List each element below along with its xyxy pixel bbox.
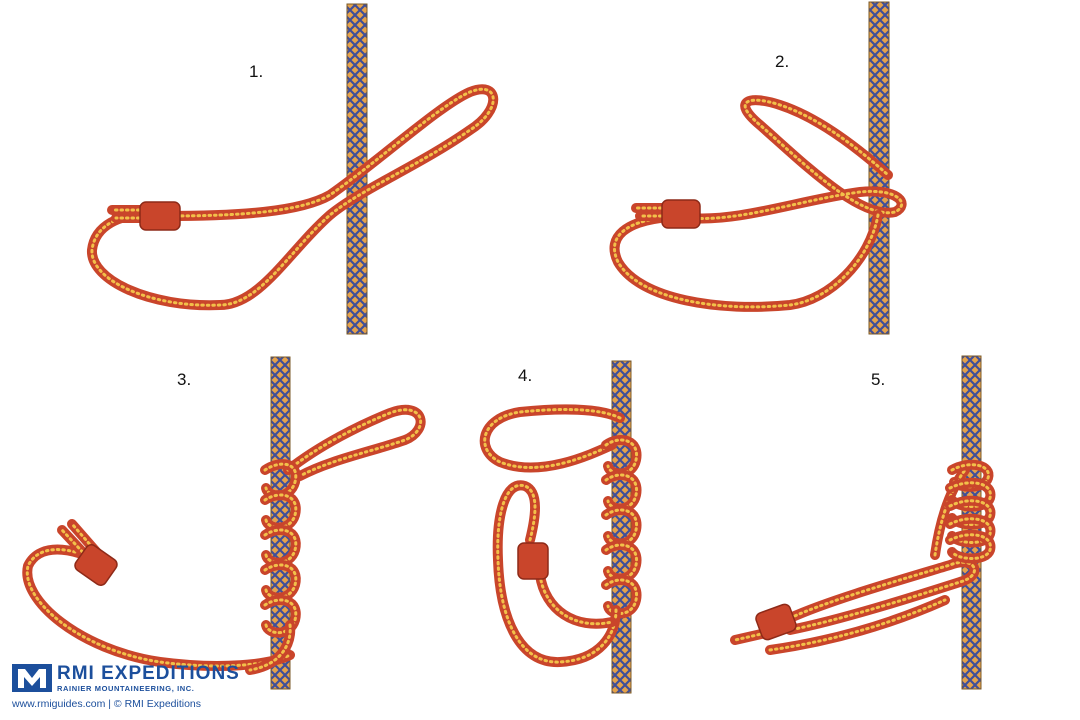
rmi-logo: RMI EXPEDITIONS RAINIER MOUNTAINEERING, … bbox=[12, 663, 242, 714]
fisherman-knot bbox=[139, 201, 181, 231]
accessory-cord bbox=[609, 210, 883, 312]
accessory-cord bbox=[22, 544, 295, 671]
step-4-illustration bbox=[479, 360, 642, 694]
fisherman-knot bbox=[661, 199, 701, 229]
accessory-cord bbox=[87, 84, 499, 311]
step-2-label: 2. bbox=[775, 52, 790, 71]
step-3-illustration bbox=[22, 356, 426, 690]
cord-loop bbox=[479, 404, 625, 473]
fisherman-knot bbox=[755, 603, 797, 641]
step-4-label: 4. bbox=[518, 366, 533, 385]
brand-tagline: RAINIER MOUNTAINEERING, INC. bbox=[57, 684, 195, 693]
fisherman-knot bbox=[74, 543, 118, 587]
step-1-label: 1. bbox=[249, 62, 264, 81]
step-1-illustration bbox=[87, 3, 499, 335]
step-5-label: 5. bbox=[871, 370, 886, 389]
fisherman-knot bbox=[517, 542, 549, 580]
step-2-illustration bbox=[609, 1, 907, 335]
step-5-illustration bbox=[730, 355, 996, 690]
cord-loop bbox=[283, 404, 426, 481]
brand-name: RMI EXPEDITIONS bbox=[57, 663, 240, 684]
rmi-mountain-icon bbox=[12, 664, 52, 692]
credit-line: www.rmiguides.com | © RMI Expeditions bbox=[12, 698, 202, 710]
accessory-cord bbox=[535, 570, 617, 629]
step-3-label: 3. bbox=[177, 370, 192, 389]
